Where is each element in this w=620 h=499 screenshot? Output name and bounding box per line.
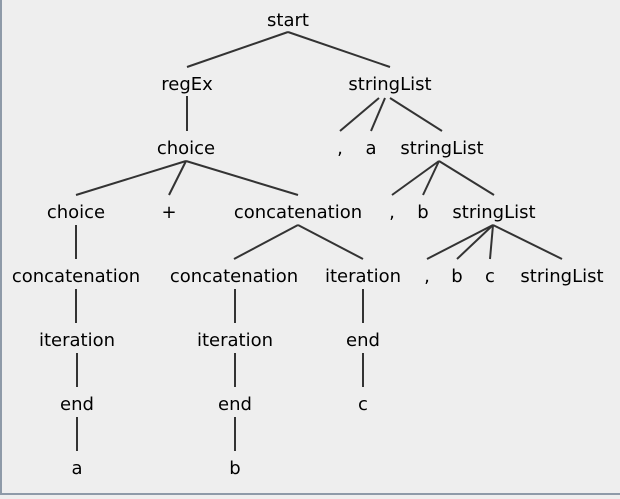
node-stringlist-3: stringList (452, 202, 535, 223)
edge-concat1-to-iter1 (297, 224, 364, 260)
node-choice-2: choice (47, 202, 105, 223)
edge-concat1-to-concat3 (233, 224, 299, 260)
node-comma-1: , (337, 138, 343, 159)
node-choice-1: choice (157, 138, 215, 159)
node-iteration-1: iteration (325, 266, 401, 287)
edge-stringlist3-to-stringlist4 (492, 224, 563, 260)
edge-stringlist2-to-b1 (422, 160, 440, 196)
edge-stringlist1-to-a1 (370, 97, 386, 132)
node-plus: + (161, 202, 176, 223)
node-iteration-3: iteration (197, 330, 273, 351)
node-concatenation-1: concatenation (234, 202, 362, 223)
edge-stringlist3-to-b2 (456, 224, 494, 260)
tree-edges (75, 31, 563, 451)
edge-stringlist1-to-comma1 (339, 97, 380, 132)
edge-stringlist3-to-c1 (489, 224, 494, 260)
edge-stringlist2-to-stringlist3 (438, 160, 495, 196)
edge-start-to-stringlist1 (287, 31, 391, 68)
node-end-1: end (60, 394, 94, 415)
node-regex: regEx (161, 74, 213, 95)
node-end-3: end (346, 330, 380, 351)
edge-stringlist1-to-stringlist2 (389, 97, 443, 132)
node-c-2: c (358, 394, 368, 415)
edge-choice1-to-choice2 (75, 160, 187, 196)
node-stringlist-4: stringList (520, 266, 603, 287)
node-b-1: b (417, 202, 428, 223)
node-end-2: end (218, 394, 252, 415)
node-stringlist-2: stringList (400, 138, 483, 159)
node-a-1: a (365, 138, 376, 159)
node-concatenation-3: concatenation (170, 266, 298, 287)
node-comma-3: , (424, 266, 430, 287)
edge-stringlist2-to-comma2 (391, 160, 440, 196)
node-iteration-2: iteration (39, 330, 115, 351)
node-start: start (267, 10, 309, 31)
edge-stringlist3-to-comma3 (426, 224, 494, 260)
node-b-2: b (451, 266, 462, 287)
node-stringlist-1: stringList (348, 74, 431, 95)
edge-start-to-regex (186, 31, 289, 68)
node-b-3: b (229, 458, 240, 479)
edge-choice1-to-concat1 (185, 160, 299, 196)
node-concatenation-2: concatenation (12, 266, 140, 287)
node-comma-2: , (389, 202, 395, 223)
edge-choice1-to-plus (168, 160, 187, 196)
node-c-1: c (485, 266, 495, 287)
node-a-2: a (71, 458, 82, 479)
